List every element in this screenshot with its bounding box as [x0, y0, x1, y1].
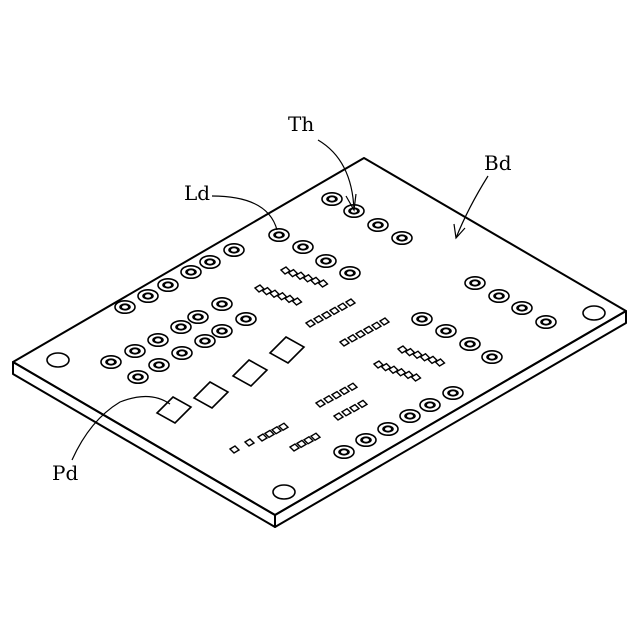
through-hole-land — [128, 371, 148, 383]
smd-pad — [364, 326, 373, 333]
through-hole-land — [188, 311, 208, 323]
smd-pad — [322, 312, 331, 319]
through-hole-land — [149, 359, 169, 371]
smd-pads — [230, 267, 445, 453]
through-hole-land — [172, 347, 192, 359]
smd-pad — [330, 307, 339, 314]
board-front-edge — [13, 362, 275, 527]
smd-pad — [338, 303, 347, 310]
leader-line-ld — [212, 196, 277, 230]
through-hole-land — [378, 423, 398, 435]
through-hole-land — [322, 193, 342, 205]
through-hole-land — [392, 232, 412, 244]
mounting-hole — [583, 306, 605, 320]
through-hole-land — [482, 351, 502, 363]
square-pad — [194, 382, 228, 408]
smd-pad — [272, 427, 281, 434]
smd-pad — [314, 316, 323, 323]
through-hole-land — [334, 446, 354, 458]
smd-pad — [265, 430, 274, 437]
mounting-holes — [47, 306, 605, 499]
label-bd: Bd — [484, 151, 512, 175]
smd-pad — [279, 423, 288, 430]
through-hole-land — [212, 298, 232, 310]
smd-pad — [258, 434, 267, 441]
smd-pad — [372, 322, 381, 329]
through-hole-land — [400, 410, 420, 422]
through-hole-land — [158, 279, 178, 291]
smd-pad — [332, 392, 341, 399]
through-hole-land — [512, 302, 532, 314]
through-hole-land — [316, 255, 336, 267]
smd-pad — [334, 413, 343, 420]
through-hole-land — [460, 338, 480, 350]
through-hole-land — [340, 267, 360, 279]
smd-pad — [380, 318, 389, 325]
through-hole-land — [420, 399, 440, 411]
leader-lines — [72, 140, 488, 460]
through-hole-land — [293, 241, 313, 253]
smd-pad — [245, 439, 254, 446]
through-hole-land — [212, 325, 232, 337]
through-hole-land — [195, 335, 215, 347]
through-hole-land — [148, 334, 168, 346]
through-hole-land — [436, 325, 456, 337]
through-hole-land — [171, 321, 191, 333]
through-hole-land — [489, 290, 509, 302]
smd-pad — [297, 440, 306, 447]
through-hole-land — [181, 266, 201, 278]
square-pad — [233, 360, 267, 386]
through-hole-land — [443, 387, 463, 399]
smd-pad — [290, 444, 299, 451]
mounting-hole — [273, 485, 295, 499]
through-hole-land — [269, 229, 289, 241]
smd-pad — [311, 433, 320, 440]
label-ld: Ld — [184, 181, 210, 205]
mounting-hole — [47, 353, 69, 367]
board-top-face — [13, 158, 626, 515]
through-hole-land — [368, 219, 388, 231]
label-th: Th — [288, 112, 314, 136]
label-pd: Pd — [52, 461, 78, 485]
through-hole-land — [125, 345, 145, 357]
smd-pad — [230, 446, 239, 453]
through-hole-land — [356, 434, 376, 446]
smd-pad — [356, 331, 365, 338]
through-hole-land — [224, 244, 244, 256]
smd-pad — [346, 299, 355, 306]
board-side-edge — [275, 311, 626, 527]
smd-pad — [348, 383, 357, 390]
through-hole-land — [412, 313, 432, 325]
square-pad — [157, 397, 191, 423]
smd-pad — [340, 339, 349, 346]
square-pad — [270, 337, 304, 363]
smd-pad — [306, 320, 315, 327]
board — [13, 158, 626, 527]
through-hole-land — [465, 277, 485, 289]
smd-pad — [316, 400, 325, 407]
through-hole-land — [236, 313, 256, 325]
smd-pad — [342, 409, 351, 416]
through-hole-land — [115, 301, 135, 313]
through-hole-land — [138, 290, 158, 302]
smd-pad — [358, 400, 367, 407]
through-hole-land — [200, 256, 220, 268]
smd-pad — [348, 335, 357, 342]
smd-pad — [340, 387, 349, 394]
smd-pad — [324, 396, 333, 403]
smd-pad — [304, 437, 313, 444]
through-hole-land — [536, 316, 556, 328]
smd-pad — [350, 405, 359, 412]
through-hole-land — [101, 356, 121, 368]
